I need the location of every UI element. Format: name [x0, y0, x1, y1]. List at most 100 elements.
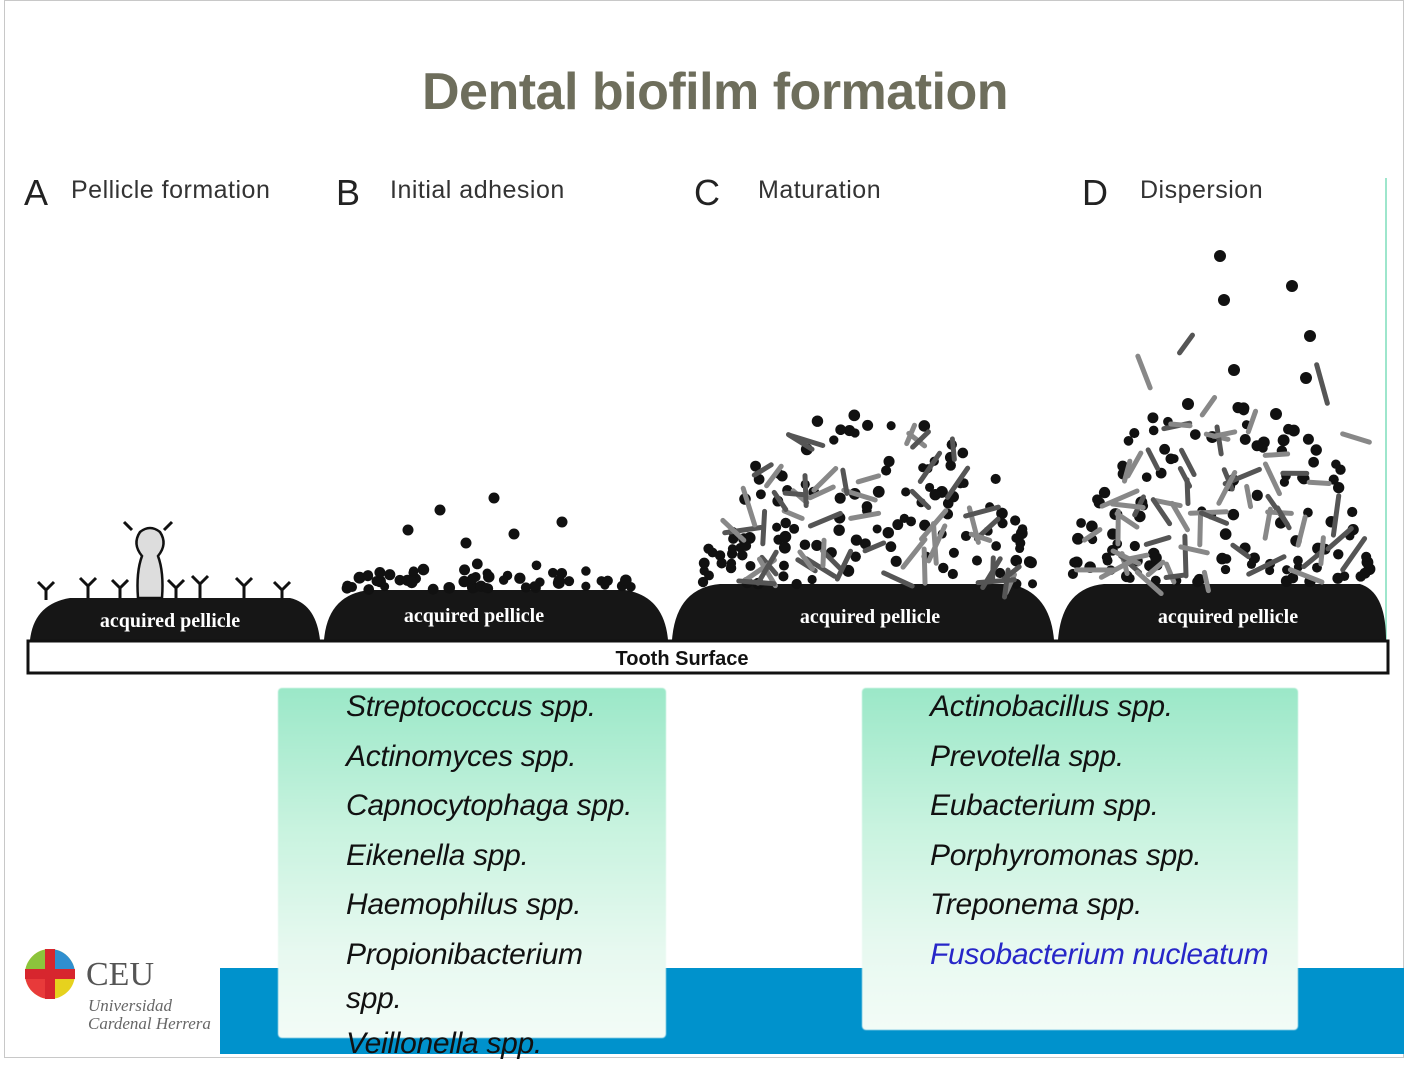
bacterium-coccus — [1010, 515, 1020, 525]
bacterium-coccus — [779, 542, 791, 554]
bacterium-coccus — [883, 456, 894, 467]
bacterium-coccus — [1129, 428, 1139, 438]
bacterium-coccus — [957, 448, 968, 459]
stage-a-glycoprotein — [136, 528, 163, 598]
bacterium-coccus — [791, 579, 801, 589]
bacterium-coccus — [1028, 579, 1037, 588]
pellicle-label-a: acquired pellicle — [100, 610, 240, 632]
bacterium-coccus — [548, 568, 558, 578]
bacterium-coccus — [384, 569, 395, 580]
bacterium-coccus — [862, 501, 873, 512]
species-item: Eubacterium spp. — [930, 781, 1268, 831]
bacterium-coccus — [1252, 440, 1263, 451]
logo-line1: Universidad — [88, 997, 211, 1015]
bacterium-coccus — [892, 519, 903, 530]
bacterium-coccus — [891, 556, 902, 567]
bacterium-coccus — [873, 486, 885, 498]
species-item: Haemophilus spp. — [346, 880, 632, 930]
stage-c-bacteria — [698, 410, 1037, 597]
bacterium-rod — [903, 539, 925, 567]
bacterium-coccus — [833, 524, 844, 535]
species-item: Porphyromonas spp. — [930, 831, 1268, 881]
bacterium-rod — [851, 513, 879, 518]
bacterium-coccus — [564, 576, 574, 586]
bacterium-rod — [1217, 427, 1221, 454]
bacterium-coccus — [800, 539, 811, 550]
bacterium-coccus — [364, 584, 374, 594]
bacterium-rod — [743, 488, 754, 525]
bacterium-coccus — [972, 556, 982, 566]
bacterium-coccus — [1147, 412, 1158, 423]
bacterium-coccus — [1311, 444, 1322, 455]
bacterium-coccus — [1247, 560, 1256, 569]
pellicle-label-d: acquired pellicle — [1158, 606, 1298, 628]
bacterium-coccus — [1159, 444, 1170, 455]
bacterium-coccus — [483, 571, 495, 583]
bacterium-coccus — [1300, 372, 1312, 384]
bacterium-rod — [924, 549, 925, 583]
bacterium-rod — [1180, 335, 1193, 353]
bacterium-rod — [1156, 501, 1180, 506]
bacterium-coccus — [716, 558, 726, 568]
bacterium-rod — [1248, 411, 1255, 432]
species-item: Propionibacterium — [346, 930, 632, 980]
bacterium-rod — [1187, 480, 1188, 504]
bacterium-coccus — [1232, 402, 1243, 413]
bacterium-coccus — [1214, 250, 1226, 262]
bacterium-coccus — [403, 525, 414, 536]
bacterium-coccus — [1218, 294, 1230, 306]
bacterium-rod — [805, 476, 806, 506]
bacterium-coccus — [848, 410, 860, 422]
bacterium-rod — [1138, 356, 1150, 388]
species-item-highlighted: Fusobacterium nucleatum — [930, 930, 1268, 980]
bacterium-coccus — [1288, 425, 1300, 437]
bacterium-coccus — [1220, 528, 1232, 540]
bacterium-coccus — [1347, 507, 1357, 517]
pellicle-label-b: acquired pellicle — [404, 605, 544, 627]
bacterium-coccus — [1190, 429, 1201, 440]
late-colonizers-list: Actinobacillus spp. Prevotella spp. Euba… — [930, 682, 1268, 979]
species-item: Treponema spp. — [930, 880, 1268, 930]
bacterium-coccus — [779, 561, 789, 571]
bacterium-coccus — [1270, 408, 1282, 420]
bacterium-coccus — [363, 570, 373, 580]
bacterium-coccus — [1142, 472, 1152, 482]
bacterium-coccus — [1149, 426, 1159, 436]
bacterium-coccus — [938, 563, 948, 573]
stage-a-receptors — [38, 576, 290, 600]
bacterium-coccus — [603, 576, 613, 586]
bacterium-coccus — [529, 581, 539, 591]
bacterium-coccus — [829, 435, 838, 444]
bacterium-coccus — [901, 487, 910, 496]
bacterium-coccus — [1333, 482, 1344, 493]
bacterium-coccus — [620, 574, 632, 586]
bacterium-rod — [1202, 397, 1214, 414]
bacterium-coccus — [1228, 509, 1239, 520]
bacterium-coccus — [1092, 494, 1102, 504]
bacterium-rod — [763, 511, 765, 543]
bacterium-coccus — [808, 575, 817, 584]
species-item: Prevotella spp. — [930, 732, 1268, 782]
bacterium-coccus — [949, 548, 959, 558]
bacterium-coccus — [835, 493, 846, 504]
early-colonizers-list: Streptococcus spp. Actinomyces spp. Capn… — [346, 682, 632, 1069]
bacterium-rod — [1166, 575, 1185, 578]
bacterium-coccus — [514, 573, 525, 584]
bacterium-coccus — [699, 558, 710, 569]
bacterium-coccus — [1072, 533, 1084, 545]
bacterium-coccus — [1286, 280, 1298, 292]
logo-name: CEU — [86, 956, 154, 994]
bacterium-rod — [1333, 496, 1338, 535]
species-item: Actinobacillus spp. — [930, 682, 1268, 732]
bacterium-coccus — [703, 544, 713, 554]
bacterium-coccus — [1252, 490, 1263, 501]
bacterium-coccus — [756, 489, 766, 499]
bacterium-coccus — [532, 560, 542, 570]
bacterium-coccus — [1221, 565, 1230, 574]
bacterium-coccus — [489, 493, 500, 504]
bacterium-coccus — [883, 527, 894, 538]
bacterium-rod — [1005, 570, 1009, 597]
bacterium-rod — [1185, 536, 1186, 576]
bacterium-coccus — [1332, 573, 1343, 584]
bacterium-coccus — [1303, 434, 1314, 445]
